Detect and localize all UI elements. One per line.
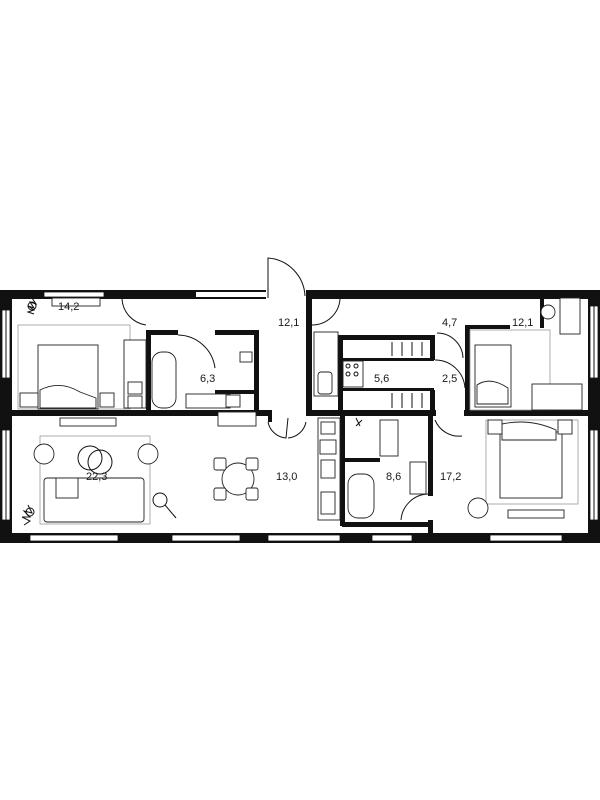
area-hall: 12,1 — [278, 317, 299, 329]
area-bedroom-top-right: 12,1 — [512, 317, 533, 329]
area-labels: 14,2 6,3 12,1 4,7 12,1 5,6 2,5 22,3 13,0… — [58, 301, 533, 483]
area-wardrobe: 5,6 — [374, 373, 389, 385]
dining-table — [213, 457, 259, 501]
area-bedroom-bottom-right: 17,2 — [440, 471, 461, 483]
hall-furniture — [313, 331, 339, 397]
area-bathroom-center: 8,6 — [386, 471, 401, 483]
wardrobe-furniture — [342, 342, 423, 408]
area-kitchen-dining: 13,0 — [276, 471, 297, 483]
bedroom-bottom-right-furniture — [467, 419, 579, 519]
bedroom-left-furniture — [17, 297, 147, 410]
door-swings — [121, 298, 466, 521]
area-corridor-right: 4,7 — [442, 317, 457, 329]
area-bedroom-left: 14,2 — [58, 301, 79, 313]
living-room-furniture — [21, 417, 177, 526]
bedroom-top-right-furniture — [469, 297, 583, 411]
entrance-door — [266, 257, 308, 300]
area-bathroom-left: 6,3 — [200, 373, 215, 385]
kitchen-furniture — [317, 417, 427, 521]
bathroom-left-fixtures — [151, 351, 257, 427]
area-closet: 2,5 — [442, 373, 457, 385]
plant-icon — [21, 504, 35, 526]
area-living-room: 22,3 — [86, 471, 107, 483]
windows — [1, 291, 599, 542]
plant-icon — [26, 297, 38, 315]
